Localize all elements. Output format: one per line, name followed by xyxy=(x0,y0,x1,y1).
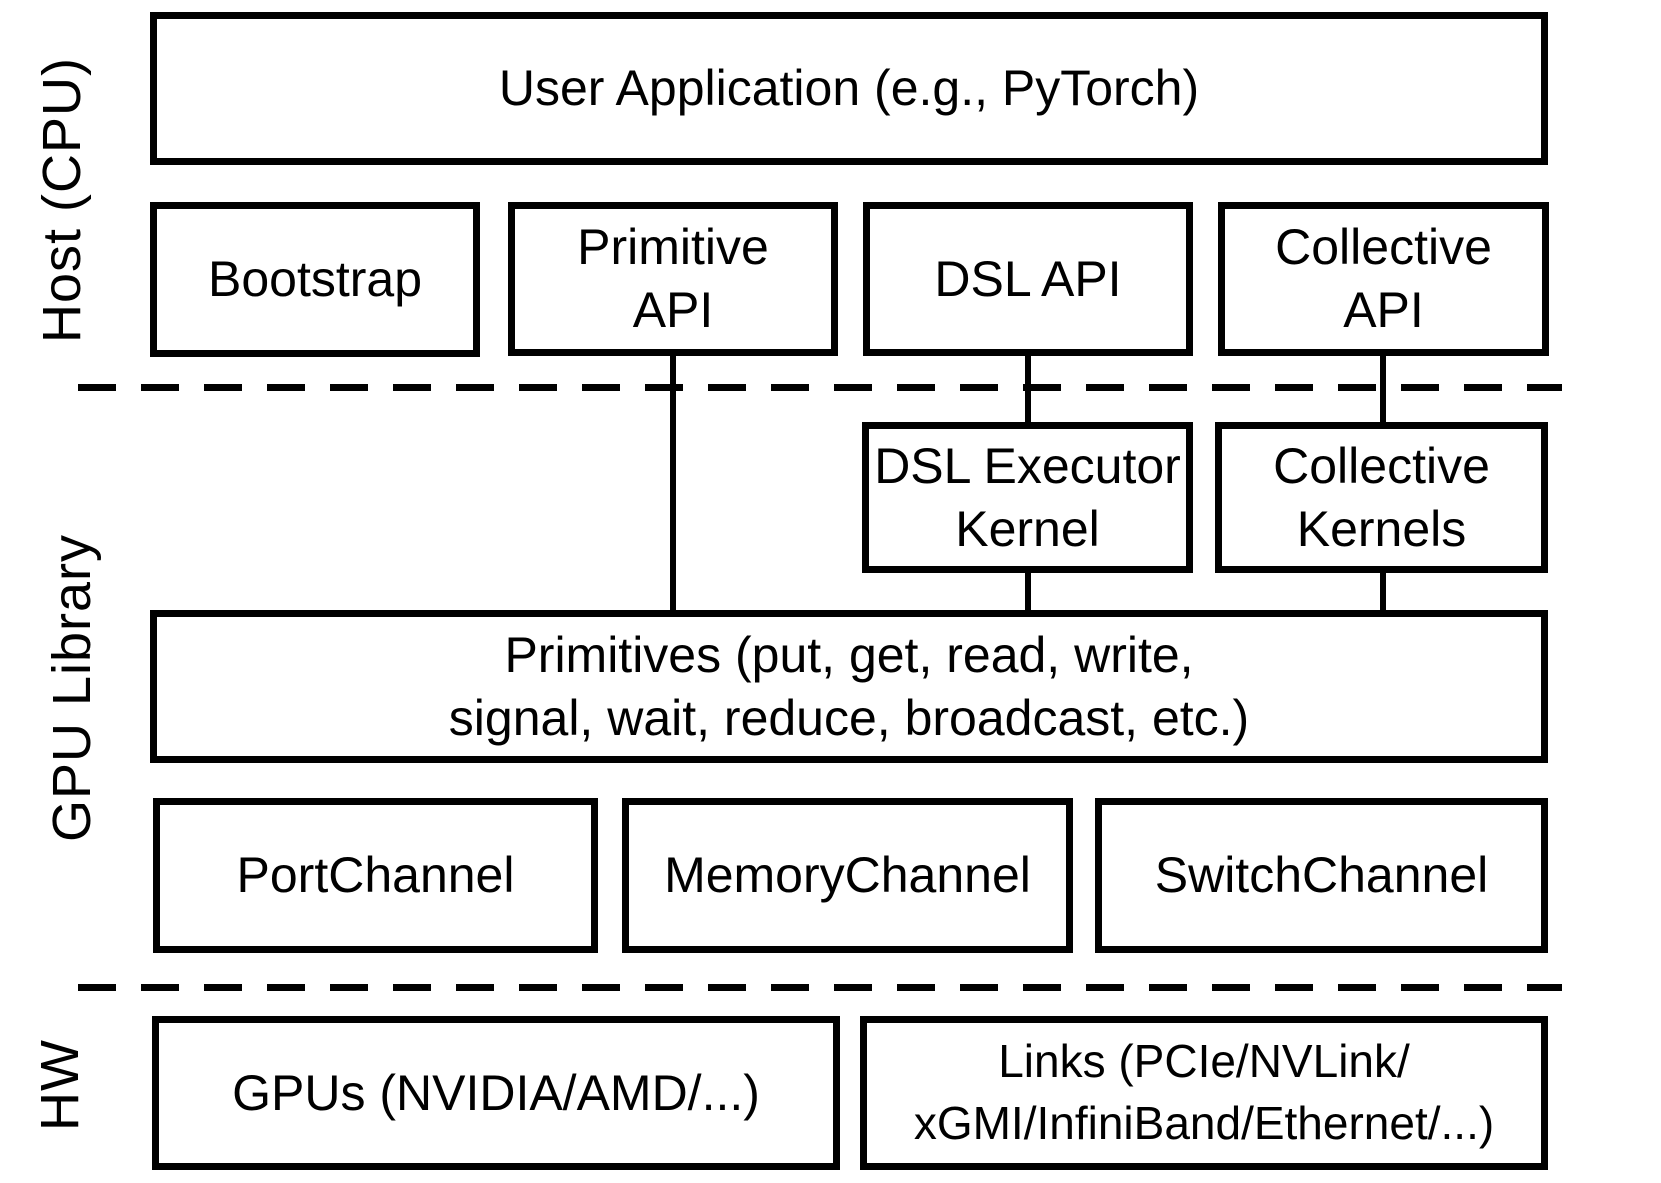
connector-dsl-api-to-dsl-executor xyxy=(1025,354,1031,426)
dsl-api-box: DSL API xyxy=(863,202,1193,356)
primitives-box: Primitives (put, get, read, write, signa… xyxy=(150,610,1548,763)
collective-api-label-line2: API xyxy=(1343,282,1424,338)
collective-kernels-label-line2: Kernels xyxy=(1296,500,1467,557)
links-box: Links (PCIe/NVLink/ xGMI/InfiniBand/Ethe… xyxy=(860,1016,1548,1170)
links-label-line1: Links (PCIe/NVLink/ xyxy=(998,1035,1410,1088)
bootstrap-label: Bootstrap xyxy=(207,251,422,307)
links-label-line2: xGMI/InfiniBand/Ethernet/...) xyxy=(913,1097,1495,1149)
connector-collective-kernels-to-primitives xyxy=(1380,570,1386,614)
port-channel-box: PortChannel xyxy=(153,798,598,953)
port-channel-label: PortChannel xyxy=(236,847,515,903)
memory-channel-label: MemoryChannel xyxy=(664,847,1031,903)
primitives-label-line1: Primitives (put, get, read, write, xyxy=(504,626,1194,683)
primitive-api-box: Primitive API xyxy=(508,202,838,356)
connector-collective-api-to-collective-kernels xyxy=(1380,354,1386,426)
switch-channel-label: SwitchChannel xyxy=(1154,847,1489,903)
dsl-executor-kernel-box: DSL Executor Kernel xyxy=(862,422,1193,573)
dsl-executor-kernel-label-line1: DSL Executor xyxy=(874,437,1181,494)
user-application-box: User Application (e.g., PyTorch) xyxy=(150,12,1548,165)
gpus-label: GPUs (NVIDIA/AMD/...) xyxy=(232,1064,760,1121)
primitives-label-line2: signal, wait, reduce, broadcast, etc.) xyxy=(448,689,1250,746)
connector-primitive-api-to-primitives xyxy=(670,354,676,614)
collective-api-box: Collective API xyxy=(1218,202,1549,356)
memory-channel-box: MemoryChannel xyxy=(622,798,1073,953)
collective-api-label-line1: Collective xyxy=(1275,219,1492,275)
collective-kernels-label-line1: Collective xyxy=(1273,437,1490,494)
connector-dsl-executor-to-primitives xyxy=(1025,570,1031,614)
section-label-host-cpu: Host (CPU) xyxy=(32,56,92,344)
dsl-executor-kernel-label-line2: Kernel xyxy=(955,500,1100,557)
primitive-api-label-line1: Primitive xyxy=(577,219,769,275)
bootstrap-box: Bootstrap xyxy=(150,202,480,357)
dsl-api-label: DSL API xyxy=(934,250,1122,307)
user-application-label: User Application (e.g., PyTorch) xyxy=(498,60,1200,116)
switch-channel-box: SwitchChannel xyxy=(1095,798,1548,953)
section-label-gpu-library: GPU Library xyxy=(42,533,102,843)
gpus-box: GPUs (NVIDIA/AMD/...) xyxy=(152,1016,840,1170)
section-label-hw: HW xyxy=(30,1039,90,1131)
collective-kernels-box: Collective Kernels xyxy=(1215,422,1548,573)
separator-gpu-library-hw xyxy=(78,984,1562,991)
primitive-api-label-line2: API xyxy=(632,282,714,338)
separator-host-gpu-library xyxy=(78,384,1562,391)
